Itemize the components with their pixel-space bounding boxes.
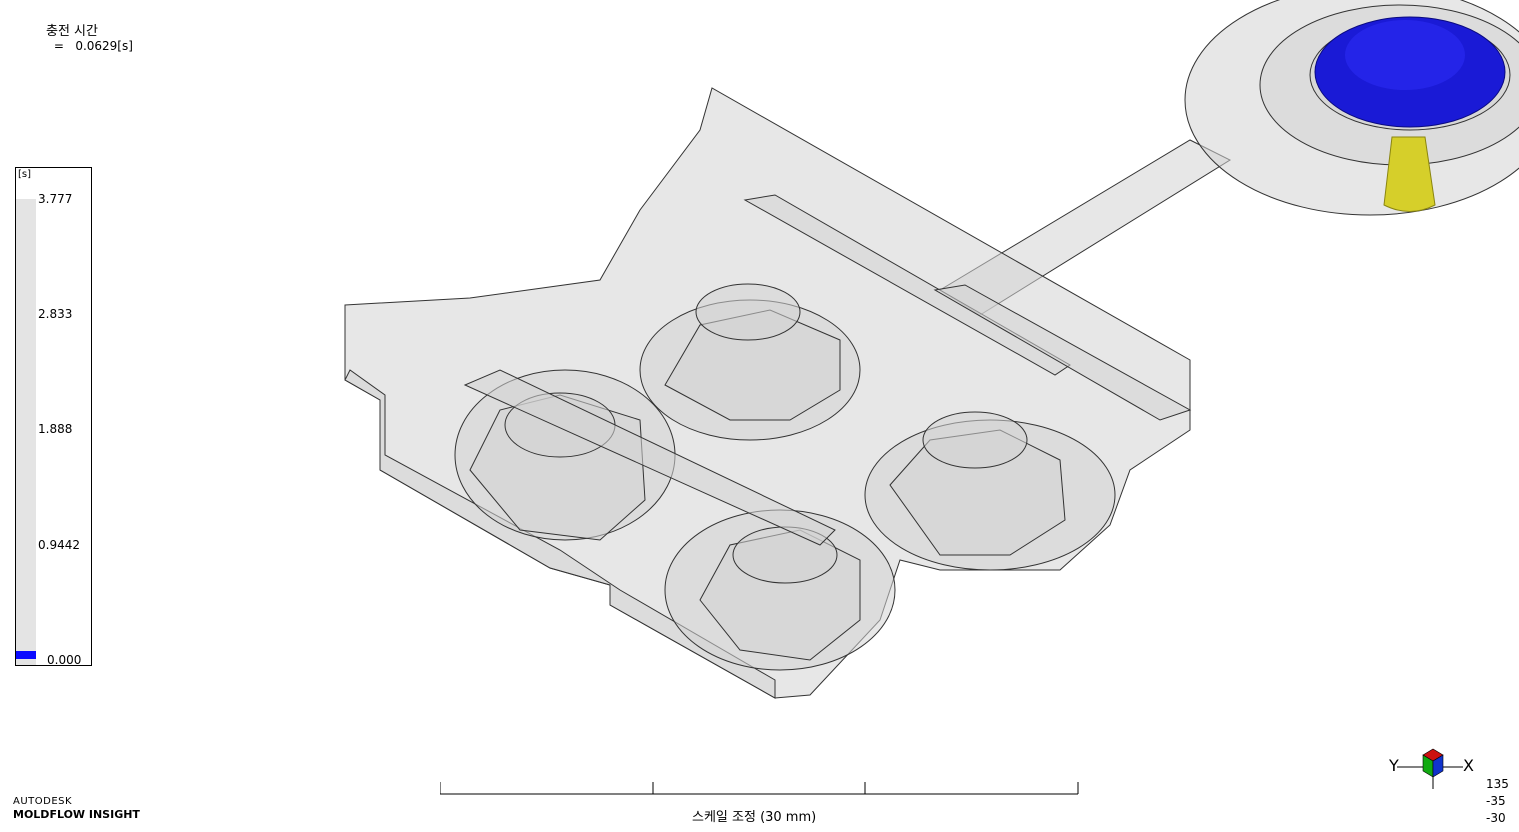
legend-tick-2: 2.833 xyxy=(38,307,73,321)
result-value: = 0.0629[s] xyxy=(50,39,133,53)
color-legend: [s] 3.777 2.833 1.888 0.9442 0.000 xyxy=(15,167,92,667)
legend-tick-4: 0.9442 xyxy=(38,538,80,552)
triad-x-label: X xyxy=(1463,756,1474,775)
rib-right xyxy=(933,284,1192,421)
part-side xyxy=(344,369,776,699)
rotation-y: -35 xyxy=(1486,794,1506,808)
orientation-triad-icon[interactable]: Y X xyxy=(1385,745,1475,795)
rotation-x: 135 xyxy=(1486,777,1509,791)
legend-fill xyxy=(16,651,36,659)
legend-color-bar xyxy=(16,199,36,665)
brand-autodesk: AUTODESK xyxy=(13,796,73,807)
rib-center xyxy=(463,369,836,546)
triad-y-label: Y xyxy=(1388,756,1399,775)
brand-moldflow: MOLDFLOW INSIGHT xyxy=(13,808,140,821)
scale-label: 스케일 조정 (30 mm) xyxy=(692,810,817,825)
rotation-z: -30 xyxy=(1486,811,1506,825)
scale-bar xyxy=(440,782,1079,795)
legend-tick-3: 1.888 xyxy=(38,422,73,436)
sprue-cone xyxy=(1383,136,1436,212)
legend-tick-max: 3.777 xyxy=(38,192,73,206)
legend-tick-min: 0.000 xyxy=(47,653,82,667)
legend-unit: [s] xyxy=(18,169,32,180)
result-title: 충전 시간 xyxy=(46,24,98,39)
